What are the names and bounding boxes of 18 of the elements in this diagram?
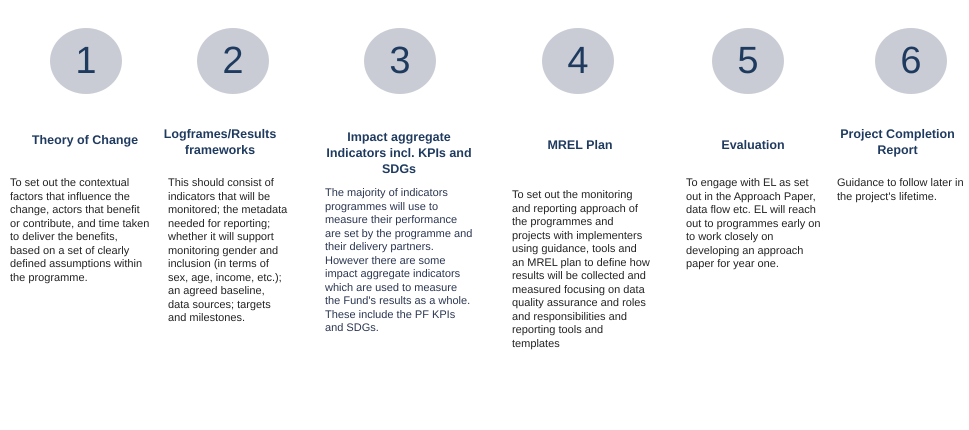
step-number-circle: 5	[712, 28, 784, 94]
step-number-circle: 1	[50, 28, 122, 94]
step-description: To set out the monitoring and reporting approach of the programmes and projects with implementers using guidance, tools and an MREL plan to define how results will be collected and measured focusing on data quality assurance and roles and responsibilities and reporting tools and templates	[512, 189, 651, 351]
step-heading: Theory of Change	[30, 132, 140, 148]
step-heading: MREL Plan	[546, 137, 614, 153]
step-heading: Project Completion Report	[839, 126, 956, 158]
step-description: The majority of indicators programmes will use to measure their performance are set by the programme and their delivery partners. However there are some impact aggregate indicators which are used to measure the Fund's results as a whole. These include the PF KPIs and SDGs.	[325, 187, 474, 336]
step-description: Guidance to follow later in the project's lifetime.	[837, 177, 965, 204]
step-heading: Evaluation	[720, 137, 786, 153]
step-number-circle: 3	[364, 28, 436, 94]
step-heading: Impact aggregate Indicators incl. KPIs and SDGs	[325, 129, 473, 177]
step-description: To set out the contextual factors that influence the change, actors that benefit or contribute, and time taken to deliver the benefits, based on a set of clearly defined assumptions within the programme.	[10, 177, 150, 285]
step-number-circle: 6	[875, 28, 947, 94]
step-number-circle: 4	[542, 28, 614, 94]
step-description: To engage with EL as set out in the Approach Paper, data flow etc. EL will reach out to programmes early on to work closely on developing an approach paper for year one.	[686, 177, 822, 272]
step-description: This should consist of indicators that will be monitored; the metadata needed for reporting; whether it will support monitoring gender and inclusion (in terms of sex, age, income, etc.); an agreed baseline, data sources; targets and milestones.	[168, 177, 288, 326]
step-number-circle: 2	[197, 28, 269, 94]
step-heading: Logframes/Results frameworks	[162, 126, 278, 158]
